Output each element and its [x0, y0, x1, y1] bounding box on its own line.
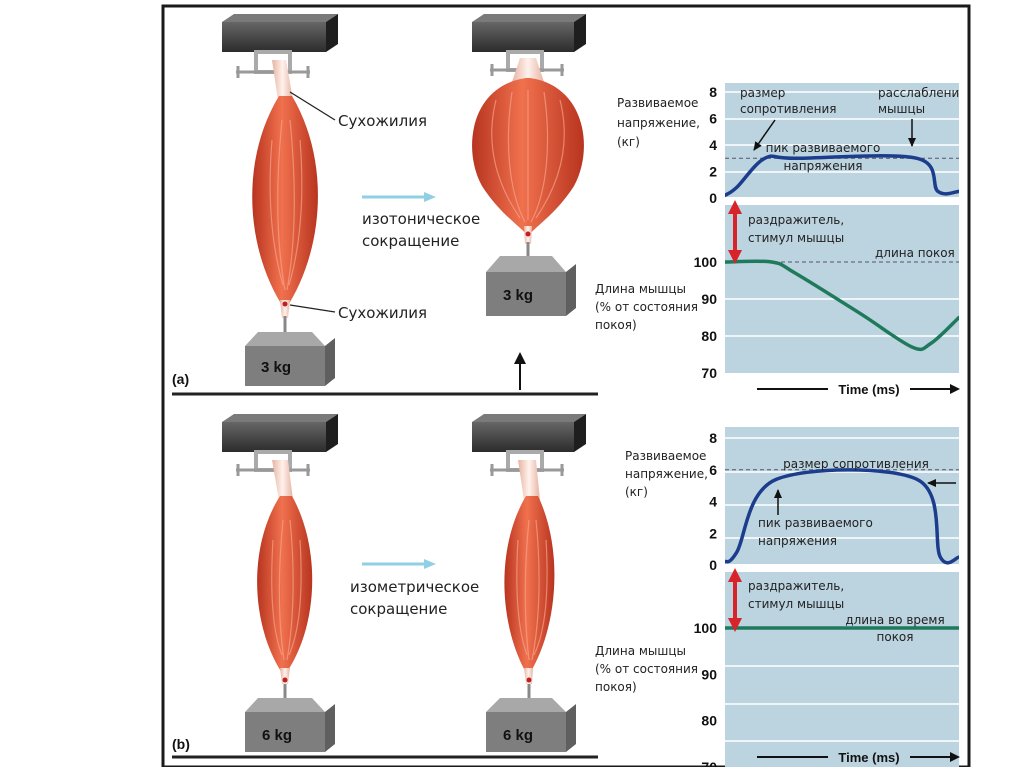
weight-icon — [486, 256, 576, 316]
clamp-icon — [222, 414, 338, 476]
chart-a-length-tick: 70 — [701, 365, 717, 381]
chart-b-tension-axis-label-1: Развиваемое — [625, 449, 706, 463]
chart-b-length-axis-label-3: покоя) — [595, 680, 637, 694]
slide-frame — [161, 4, 971, 767]
chart-b-length-tick: 80 — [701, 713, 717, 729]
chart-a-length-series — [725, 259, 959, 352]
chart-b-tension-series — [725, 468, 959, 565]
tendon-bottom-label: Сухожилия — [338, 304, 427, 322]
stimulus-arrow-icon — [728, 568, 742, 632]
chart-b-tension-axis-label-3: (кг) — [625, 485, 648, 499]
chart-b-time-axis-label: Time (ms) — [838, 750, 899, 765]
stimulus-arrow-icon — [728, 200, 742, 264]
panel-b: 6 kg изометрическое сокращение — [172, 414, 586, 752]
chart-a-length-tick: 100 — [694, 254, 718, 270]
muscle-isometric-left-icon — [257, 460, 313, 700]
chart-b-plot-area — [725, 427, 959, 767]
contraction-label-b-2: сокращение — [350, 600, 447, 618]
chart-b-tension-tick: 0 — [709, 557, 717, 573]
panel-a-letter: (a) — [172, 371, 189, 387]
chart-a-relax-annotation-2: мышцы — [878, 102, 925, 116]
muscle-relaxed-icon — [252, 60, 318, 336]
flow-arrow-icon — [362, 559, 436, 569]
chart-a-tension-tick: 2 — [709, 164, 717, 180]
chart-b-peak-annotation-2: напряжения — [758, 534, 837, 548]
chart-a-peak-annotation-1: пик развиваемого — [766, 141, 881, 155]
chart-b-length-tick: 100 — [694, 620, 718, 636]
chart-b-rest-annotation-2: покоя — [877, 630, 914, 644]
chart-b-length-axis-label-1: Длина мышцы — [595, 644, 686, 658]
tendon-top-label: Сухожилия — [338, 112, 427, 130]
weight-icon — [245, 698, 335, 752]
chart-a-tension-axis-label-2: напряжение, — [617, 116, 700, 130]
chart-b-load-annotation: размер сопротивления — [783, 457, 929, 471]
weight-icon — [486, 698, 576, 752]
weight-left-label: 6 kg — [262, 727, 292, 744]
chart-a-length-tick: 80 — [701, 328, 717, 344]
chart-a-stimulus-annotation-2: стимул мышцы — [748, 231, 844, 245]
up-arrow-icon — [514, 352, 526, 390]
panel-a: 3 kg Сухожилия Сухожилия изотоническое с… — [172, 14, 586, 387]
chart-a-load-annotation-1: размер — [740, 86, 785, 100]
chart-a-time-axis-label: Time (ms) — [838, 382, 899, 397]
contraction-label-a-2: сокращение — [362, 232, 459, 250]
panel-b-letter: (b) — [172, 736, 190, 752]
chart-b-tension-tick: 2 — [709, 525, 717, 541]
chart-a-tension-tick: 4 — [709, 137, 717, 153]
muscle-isometric-right-icon — [504, 460, 555, 700]
chart-a-relax-annotation-1: расслаблени — [878, 86, 959, 100]
muscle-contracted-icon — [472, 58, 584, 258]
clamp-icon — [222, 14, 338, 78]
chart-b-tension-tick: 8 — [709, 430, 717, 446]
weight-icon — [245, 332, 335, 386]
chart-a-plot-area — [725, 83, 959, 373]
chart-b-length-tick: 90 — [701, 666, 717, 682]
weight-right-label: 3 kg — [503, 287, 533, 304]
chart-b-peak-annotation-1: пик развиваемого — [758, 516, 873, 530]
chart-a-load-annotation-2: сопротивления — [740, 102, 837, 116]
chart-a-length-tick: 90 — [701, 291, 717, 307]
chart-b-tension-tick: 6 — [709, 462, 717, 478]
chart-a-tension-axis-label-3: (кг) — [617, 135, 640, 149]
chart-a-peak-annotation-2: напряжения — [784, 159, 863, 173]
chart-a-tension-series — [725, 154, 959, 198]
chart-b-tension-axis-label-2: напряжение, — [625, 467, 708, 481]
weight-right-label: 6 kg — [503, 727, 533, 744]
chart-b-rest-annotation-1: длина во время — [845, 613, 944, 627]
contraction-label-a-1: изотоническое — [362, 210, 480, 228]
chart-b-stimulus-annotation-1: раздражитель, — [748, 579, 844, 593]
chart-a-stimulus-annotation-1: раздражитель, — [748, 213, 844, 227]
chart-a-tension-tick: 6 — [709, 111, 717, 127]
chart-b-stimulus-annotation-2: стимул мышцы — [748, 597, 844, 611]
contraction-label-b-1: изометрическое — [350, 578, 479, 596]
flow-arrow-icon — [362, 192, 436, 202]
chart-b-length-axis-label-2: (% от состояния — [595, 662, 698, 676]
chart-b-length-tick: 70 — [701, 759, 717, 767]
chart-a-length-axis-label-3: покоя) — [595, 318, 637, 332]
weight-left-label: 3 kg — [261, 359, 291, 376]
chart-a-tension-tick: 0 — [709, 190, 717, 206]
chart-b-tension-tick: 4 — [709, 494, 717, 510]
chart-a-gridlines — [725, 91, 959, 337]
chart-a-tension-axis-label-1: Развиваемое — [617, 96, 698, 110]
chart-b-gridlines — [725, 437, 959, 742]
chart-a-tension-tick: 8 — [709, 84, 717, 100]
chart-a-length-axis-label-1: Длина мышцы — [595, 282, 686, 296]
chart-a-length-axis-label-2: (% от состояния — [595, 300, 698, 314]
chart-a-rest-annotation: длина покоя — [875, 246, 955, 260]
